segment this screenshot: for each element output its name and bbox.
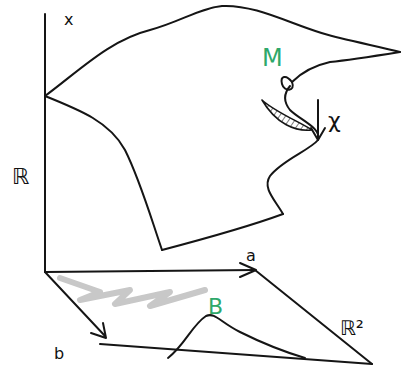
bifurcation-curve — [168, 315, 305, 358]
fold-edge — [267, 86, 318, 214]
space-label: ℝ² — [340, 318, 364, 338]
axis-label: b — [54, 346, 64, 362]
surface-edge — [45, 6, 400, 96]
a-axis — [45, 270, 255, 272]
arrowhead — [240, 263, 256, 277]
surface-edge — [162, 214, 283, 250]
map-label: χ — [328, 110, 341, 132]
space-label: ℝ — [12, 166, 29, 188]
surface-edge — [292, 52, 400, 82]
arrowhead — [91, 323, 106, 338]
axis-label: a — [246, 248, 256, 264]
hatched-fold — [262, 100, 312, 130]
region-label: B — [208, 296, 223, 318]
b-axis — [45, 272, 105, 336]
surface-edge — [45, 96, 162, 250]
arrowhead — [311, 128, 325, 140]
surface-label: M — [262, 46, 283, 70]
plane-edge — [100, 344, 372, 364]
axis-label: x — [64, 12, 73, 28]
x-axis — [44, 14, 46, 272]
projection-arrow — [317, 100, 319, 138]
fold-curl — [282, 77, 293, 90]
plane-edge — [255, 270, 372, 364]
shading — [60, 278, 205, 306]
